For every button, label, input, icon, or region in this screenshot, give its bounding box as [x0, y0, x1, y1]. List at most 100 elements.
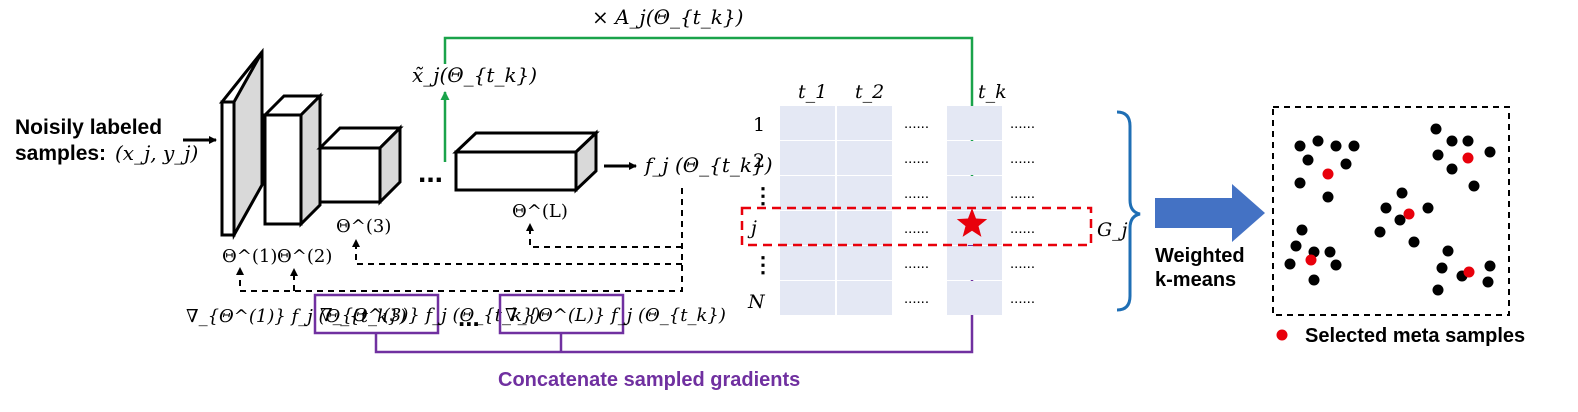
matrix-ellipsis: ...... — [904, 150, 929, 167]
sample-point — [1294, 177, 1306, 189]
selected-meta-sample-point — [1305, 254, 1317, 266]
matrix-cell — [780, 176, 835, 210]
matrix-ellipsis-cells: ........................................… — [904, 115, 1035, 307]
input-label-line2: samples: — [15, 142, 106, 165]
sample-point — [1484, 146, 1496, 158]
network-layer-2 — [261, 92, 324, 228]
matrix-ellipsis: ...... — [904, 255, 929, 272]
matrix-cell — [837, 176, 892, 210]
sample-point — [1422, 202, 1434, 214]
col-header-t1: t_1 — [798, 81, 827, 103]
matrix-cell — [780, 106, 835, 140]
gradient-1-label: ∇_{Θ^(1)} f_j (Θ_{t_k}) — [186, 306, 406, 327]
gradient-3-label: ∇_{Θ^(3)} f_j (Θ_{t_k}) — [320, 305, 540, 326]
matrix-cell — [947, 246, 1002, 280]
sample-point — [1396, 187, 1408, 199]
sample-point — [1462, 135, 1474, 147]
gradient-matrix — [780, 106, 1002, 315]
selected-meta-sample-point — [1403, 208, 1415, 220]
sample-point — [1294, 140, 1306, 152]
selected-meta-sample-point — [1463, 266, 1475, 278]
sample-point — [1290, 240, 1302, 252]
row-label-N: N — [747, 291, 766, 313]
top-factor-label: × A_j(Θ_{t_k}) — [592, 5, 743, 29]
sample-point — [1330, 140, 1342, 152]
matrix-brace — [1116, 110, 1141, 312]
matrix-cell — [837, 106, 892, 140]
sample-point — [1482, 276, 1494, 288]
sample-point — [1330, 259, 1342, 271]
matrix-cell — [837, 211, 892, 245]
row-label-vdots-1: ⋮ — [752, 183, 774, 208]
network-layer-L — [452, 129, 600, 194]
gradient-feedback-arrowheads — [236, 223, 534, 276]
sample-point — [1432, 284, 1444, 296]
matrix-ellipsis: ...... — [904, 185, 929, 202]
network-layer-3 — [316, 124, 404, 206]
selected-gradient-star — [956, 208, 988, 237]
theta-3-label: Θ^(3) — [336, 216, 391, 237]
matrix-ellipsis: ...... — [1010, 290, 1035, 307]
theta-L-label: Θ^(L) — [512, 201, 568, 222]
sample-point — [1442, 245, 1454, 257]
matrix-ellipsis: ...... — [1010, 150, 1035, 167]
matrix-cell — [837, 246, 892, 280]
group-label-Gj: G_j — [1097, 219, 1128, 241]
matrix-cell — [780, 281, 835, 315]
theta-2-label: Θ^(2) — [277, 246, 332, 267]
cluster-panel — [1272, 106, 1510, 316]
matrix-ellipsis: ...... — [1010, 220, 1035, 237]
sample-point — [1430, 123, 1442, 135]
matrix-cell — [780, 211, 835, 245]
cluster-points — [1284, 123, 1496, 296]
legend-marker — [1276, 329, 1288, 341]
matrix-ellipsis: ...... — [1010, 185, 1035, 202]
concat-label: Concatenate sampled gradients — [498, 369, 800, 391]
col-header-tk: t_k — [978, 81, 1007, 103]
row-label-vdots-2: ⋮ — [752, 252, 774, 277]
theta-1-label: Θ^(1) — [222, 246, 277, 267]
matrix-cell — [837, 141, 892, 175]
gradient-ellipsis: ... — [458, 302, 480, 332]
input-pair: (x_j, y_j) — [115, 141, 198, 165]
matrix-cell — [780, 141, 835, 175]
matrix-ellipsis: ...... — [904, 290, 929, 307]
sample-point — [1302, 154, 1314, 166]
row-j-highlight — [740, 206, 1093, 247]
sample-point — [1432, 149, 1444, 161]
augmented-sample-label: x̃_j(Θ_{t_k}) — [412, 63, 537, 87]
sample-point — [1324, 246, 1336, 258]
sample-point — [1308, 274, 1320, 286]
matrix-cell — [947, 141, 1002, 175]
matrix-cell — [947, 176, 1002, 210]
sample-point — [1380, 202, 1392, 214]
row-label-2: 2 — [753, 150, 765, 172]
selected-meta-sample-point — [1322, 168, 1334, 180]
matrix-ellipsis: ...... — [1010, 255, 1035, 272]
matrix-cell — [947, 106, 1002, 140]
kmeans-label-line2: k-means — [1155, 269, 1236, 291]
sample-point — [1446, 135, 1458, 147]
matrix-cell — [947, 281, 1002, 315]
sample-point — [1436, 262, 1448, 274]
row-label-j: j — [747, 217, 757, 239]
sample-point — [1408, 236, 1420, 248]
sample-point — [1446, 163, 1458, 175]
sample-point — [1394, 214, 1406, 226]
sample-point — [1322, 191, 1334, 203]
sample-point — [1312, 135, 1324, 147]
sample-point — [1468, 180, 1480, 192]
sample-point — [1484, 260, 1496, 272]
selected-meta-sample-point — [1462, 152, 1474, 164]
matrix-ellipsis: ...... — [1010, 115, 1035, 132]
gradient-L-label: ∇_{Θ^(L)} f_j (Θ_{t_k}) — [505, 305, 726, 326]
sample-point — [1296, 224, 1308, 236]
layer-ellipsis: ... — [418, 156, 443, 189]
matrix-ellipsis: ...... — [904, 115, 929, 132]
kmeans-arrow — [1155, 184, 1265, 242]
sample-point — [1348, 140, 1360, 152]
matrix-cell — [780, 246, 835, 280]
col-header-t2: t_2 — [855, 81, 884, 103]
output-feature-label: f_j (Θ_{t_k}) — [643, 153, 773, 177]
